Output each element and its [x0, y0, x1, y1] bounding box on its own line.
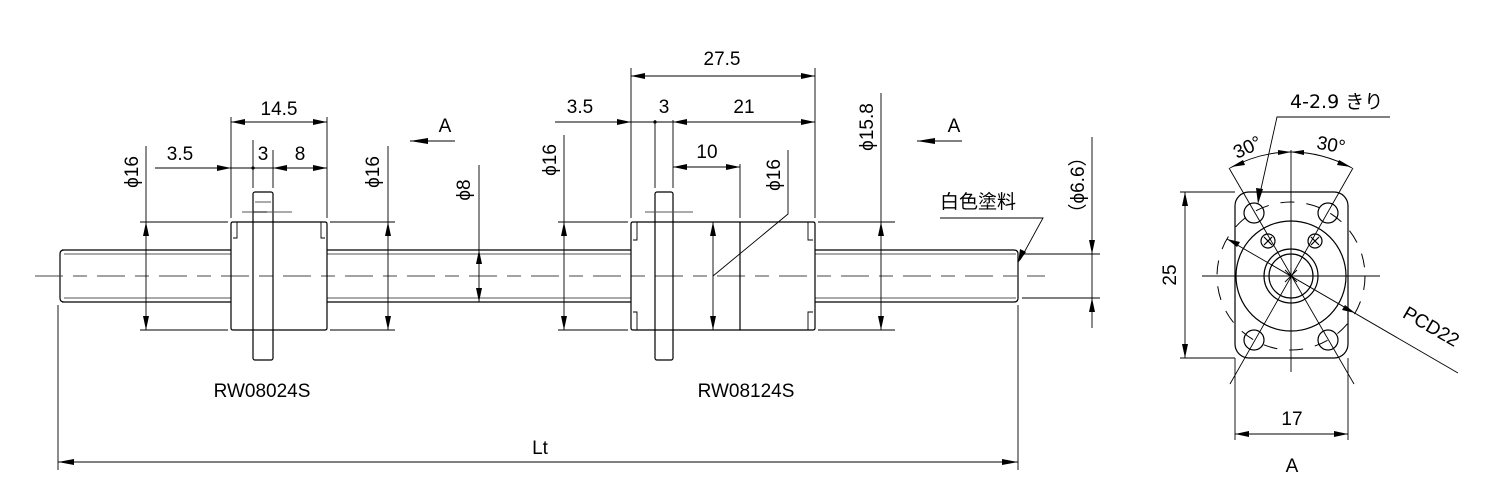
dim-right-nut-dia-c: ϕ15.8 — [857, 103, 878, 151]
right-nut-flange — [654, 191, 674, 361]
paint-note-label: 白色塗料 — [940, 190, 1016, 213]
mount-hole — [1317, 202, 1339, 224]
section-marker-left: A — [410, 116, 455, 144]
screw-icon — [1260, 233, 1276, 249]
dim-right-step-length: 10 — [696, 142, 717, 163]
paint-note: 白色塗料 — [940, 190, 1044, 263]
shaft-diameter-dimension: ϕ8 — [454, 165, 482, 302]
angle-left: 30° — [1230, 132, 1265, 163]
dim-shaft-dia: ϕ8 — [454, 179, 475, 200]
dim-left-flange-thickness: 3 — [258, 144, 269, 165]
end-view-flange — [1234, 191, 1349, 359]
dim-root-dia: （ϕ6.6） — [1067, 147, 1089, 222]
dim-right-flange-thickness: 3 — [659, 97, 670, 118]
end-view: 30° 30° 4-2.9 きり PCD22 25 17 A — [1160, 91, 1463, 477]
dim-left-nut-dia-b: ϕ16 — [363, 156, 384, 188]
left-nut — [230, 191, 328, 361]
screw-icon — [1307, 233, 1323, 249]
right-nut — [630, 191, 816, 361]
dim-left-flange-offset: 3.5 — [167, 144, 193, 165]
mount-hole — [1317, 329, 1339, 351]
dim-left-nut-length: 14.5 — [261, 99, 298, 120]
dim-right-flange-offset: 3.5 — [567, 97, 593, 118]
model-label-left: RW08024S — [214, 381, 311, 402]
screw-shaft — [35, 249, 1045, 303]
extension-lines — [57, 68, 1100, 470]
model-label-right: RW08124S — [698, 381, 795, 402]
dim-end-height: 25 — [1160, 264, 1181, 285]
dim-left-nut-dia-a: ϕ16 — [122, 156, 143, 188]
right-nut-dimensions: 27.5 3.5 3 21 10 ϕ16 ϕ16 ϕ15.8 — [540, 49, 884, 330]
mount-hole — [1243, 329, 1265, 351]
overall-length-dimension: Lt — [58, 438, 1018, 465]
root-diameter-dimension: （ϕ6.6） — [1067, 137, 1095, 328]
dim-right-nut-dia-b: ϕ16 — [764, 159, 785, 191]
dim-right-nut-length: 27.5 — [704, 49, 741, 70]
dim-overall-length: Lt — [532, 438, 549, 459]
mount-hole — [1243, 202, 1265, 224]
view-label: A — [1286, 456, 1299, 477]
left-nut-flange — [252, 191, 274, 361]
dim-right-after-flange: 21 — [733, 97, 754, 118]
svg-text:A: A — [948, 116, 961, 137]
section-marker-right: A — [917, 116, 962, 144]
hole-note: 4-2.9 きり — [1290, 91, 1383, 113]
svg-text:A: A — [439, 116, 452, 137]
dim-left-after-flange: 8 — [295, 144, 306, 165]
dim-end-width: 17 — [1281, 409, 1302, 430]
left-nut-dimensions: 14.5 3.5 3 8 ϕ16 ϕ16 — [122, 99, 391, 330]
dim-right-nut-dia-a: ϕ16 — [540, 144, 561, 176]
angle-right: 30° — [1315, 133, 1347, 159]
